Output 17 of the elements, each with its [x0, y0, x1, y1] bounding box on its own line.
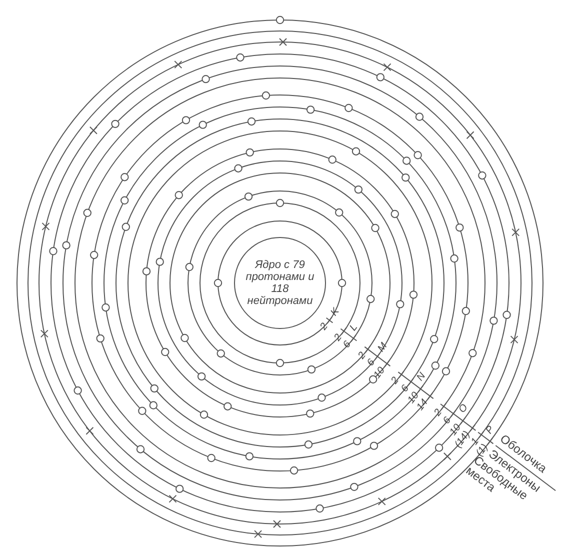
- shell-letter: M: [376, 341, 391, 356]
- electron-count: 2: [356, 350, 368, 362]
- shell-letter: L: [348, 322, 360, 334]
- shell-letter: O: [456, 402, 472, 416]
- electron-count: 1: [470, 436, 482, 447]
- electron-count: 2: [432, 408, 444, 419]
- shell-letter: P: [484, 424, 498, 436]
- electron-count: 6: [399, 382, 412, 394]
- electron-count: 6: [442, 414, 454, 426]
- shell-letter: K: [328, 306, 342, 320]
- electron-count: 2: [390, 376, 402, 387]
- electron-count: 14: [415, 397, 432, 414]
- electron-count: 6: [342, 340, 355, 352]
- shell-letter: N: [414, 371, 429, 384]
- electron-count: 2: [332, 332, 344, 344]
- nucleus-label: Ядро с 79 протонами и 118 нейтронами: [244, 259, 316, 307]
- electron-count: 2: [318, 322, 331, 334]
